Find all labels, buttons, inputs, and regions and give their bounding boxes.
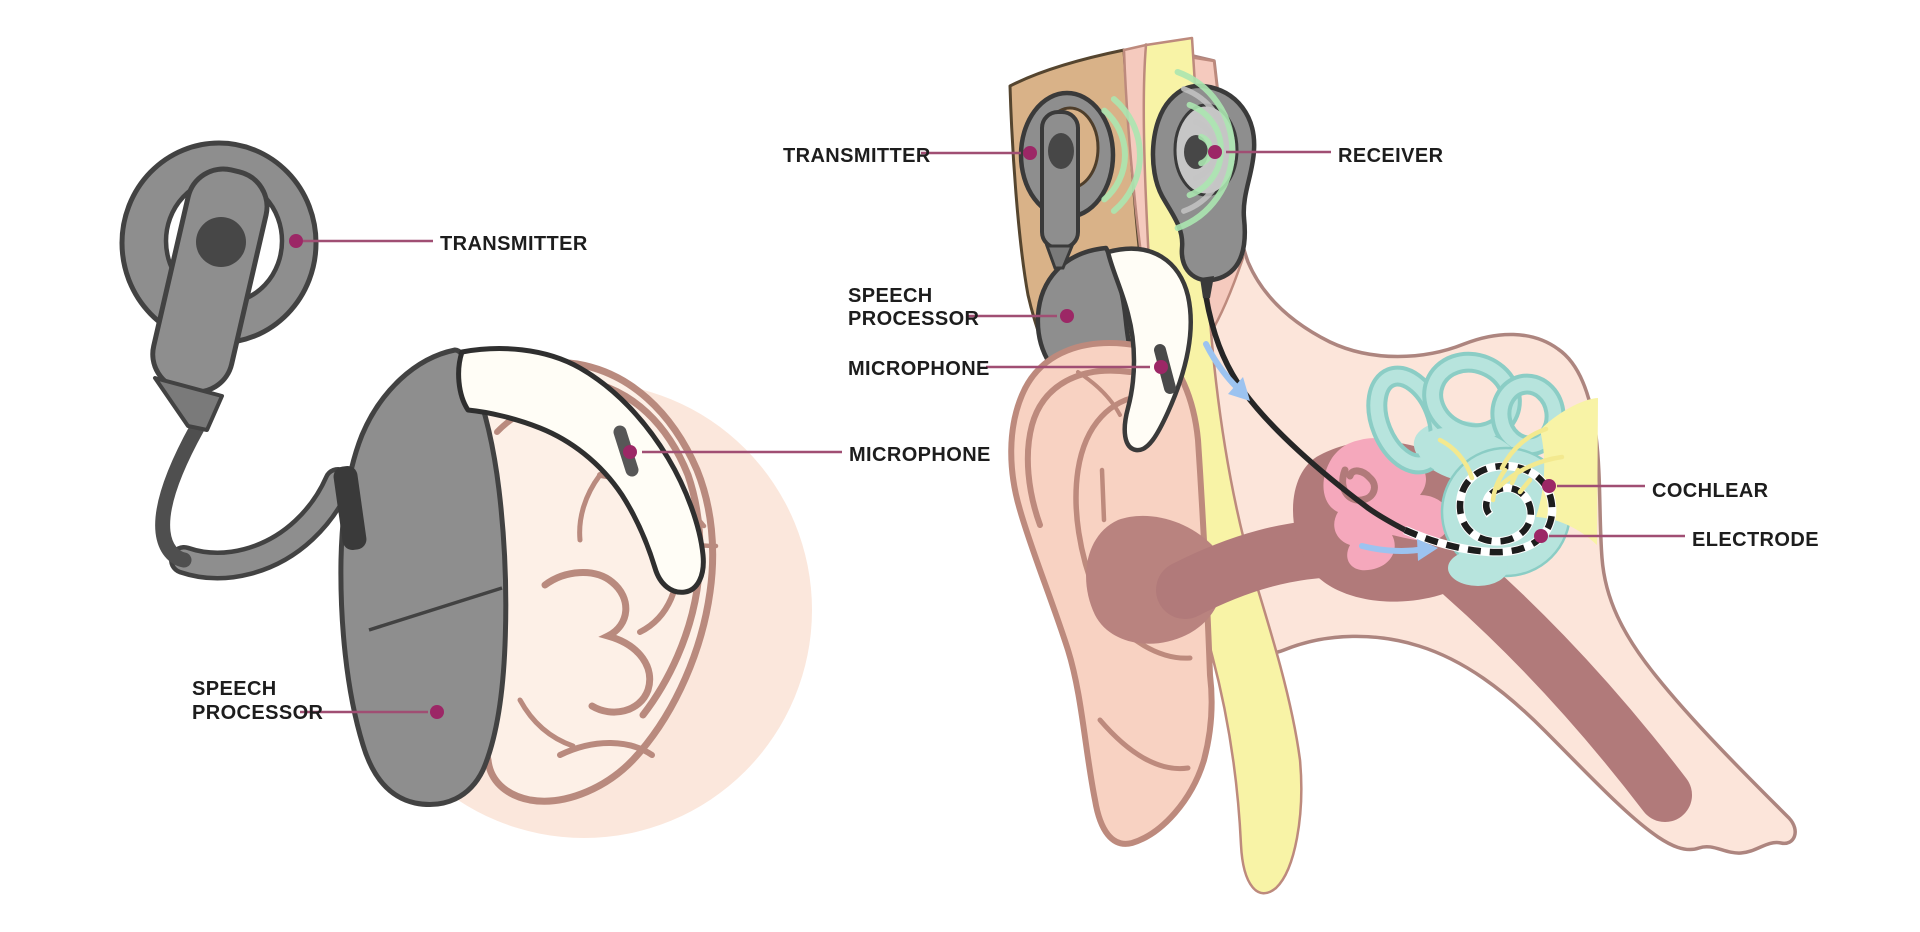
leader-dot xyxy=(1542,479,1556,493)
cochlea-base-bump xyxy=(1448,550,1508,586)
pinna-inner-details xyxy=(1024,367,1193,772)
anatomy-panel: TRANSMITTER SPEECH PROCESSOR MICROPHONE … xyxy=(783,36,1819,895)
hook-body-right xyxy=(1105,246,1194,453)
signal-arrows xyxy=(1203,341,1438,561)
middle-ear-structures xyxy=(1156,438,1692,822)
label-transmitter-right: TRANSMITTER xyxy=(783,145,1037,167)
receiver-label: RECEIVER xyxy=(1338,145,1444,167)
transmitter-center xyxy=(1048,133,1074,169)
processor-seam xyxy=(368,586,503,632)
transmitter-paddle xyxy=(1040,110,1080,250)
coil-taper xyxy=(153,376,224,432)
receiver-cable xyxy=(1203,294,1408,533)
leader-dot xyxy=(430,705,444,719)
nerve-fibers xyxy=(1437,426,1565,503)
leader-dot xyxy=(623,445,637,459)
labels-left-panel: TRANSMITTER MICROPHONE SPEECH PROCESSOR xyxy=(192,233,991,724)
arrow-down-head xyxy=(1228,377,1250,401)
microphone-label-right: MICROPHONE xyxy=(848,358,990,380)
internal-auditory-canal xyxy=(1435,548,1692,822)
connector xyxy=(333,466,367,550)
label-cochlear: COCHLEAR xyxy=(1542,479,1769,502)
microphone-label-left: MICROPHONE xyxy=(849,444,991,466)
labels-right-panel: TRANSMITTER SPEECH PROCESSOR MICROPHONE … xyxy=(783,145,1819,551)
speech-processor-label-right-line1: SPEECH xyxy=(848,285,933,307)
transmitter-right xyxy=(1018,90,1116,270)
electrode-array xyxy=(1403,461,1557,557)
arm xyxy=(173,471,349,576)
transmitter-taper xyxy=(1044,244,1075,270)
ear-right xyxy=(1008,340,1224,847)
leader-dot xyxy=(1534,529,1548,543)
receiver-stub xyxy=(1200,276,1214,298)
device-panel: TRANSMITTER MICROPHONE SPEECH PROCESSOR xyxy=(119,140,991,838)
leader-dot xyxy=(289,234,303,248)
electrode-dashed xyxy=(1403,462,1556,556)
transmitter-coil xyxy=(119,140,319,432)
processor-body xyxy=(338,347,509,807)
speech-processor-left xyxy=(338,347,509,807)
transmitter-label-right: TRANSMITTER xyxy=(783,145,931,167)
label-microphone-right: MICROPHONE xyxy=(848,358,1168,380)
label-speech-processor-right: SPEECH PROCESSOR xyxy=(848,285,1074,330)
coil-magnet-center xyxy=(196,217,246,267)
leader-dot xyxy=(1060,309,1074,323)
arrow-canal-head xyxy=(1417,539,1438,561)
speech-processor-label-left-line1: SPEECH xyxy=(192,678,277,700)
label-transmitter-left: TRANSMITTER xyxy=(289,233,588,255)
cochlear-label: COCHLEAR xyxy=(1652,480,1769,502)
transmitter-label-left: TRANSMITTER xyxy=(440,233,588,255)
speech-processor-label-left-line2: PROCESSOR xyxy=(192,702,324,724)
hook-body xyxy=(456,346,706,595)
speech-processor-label-right-line2: PROCESSOR xyxy=(848,308,980,330)
signal-waves xyxy=(1101,69,1236,231)
cable-assembly-left xyxy=(155,420,367,581)
label-receiver: RECEIVER xyxy=(1208,145,1444,167)
leader-dot xyxy=(1154,360,1168,374)
electrode-label: ELECTRODE xyxy=(1692,529,1819,551)
label-speech-processor-left: SPEECH PROCESSOR xyxy=(192,678,444,724)
label-microphone-left: MICROPHONE xyxy=(623,444,991,466)
label-electrode: ELECTRODE xyxy=(1534,529,1819,551)
transmitter-cable xyxy=(155,420,205,568)
leader-dot xyxy=(1208,145,1222,159)
leader-dot xyxy=(1023,146,1037,160)
